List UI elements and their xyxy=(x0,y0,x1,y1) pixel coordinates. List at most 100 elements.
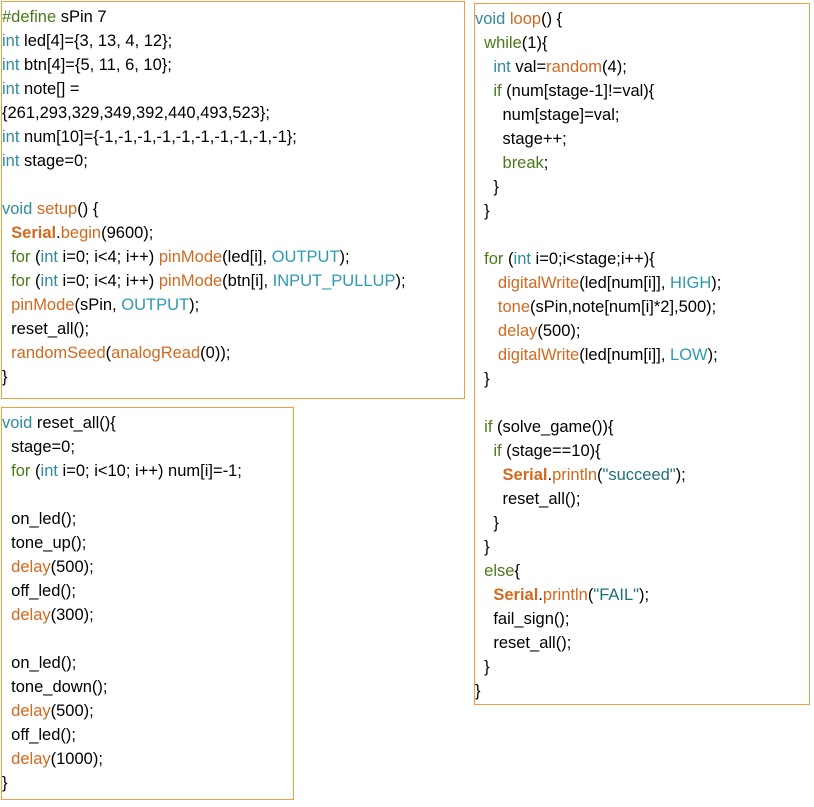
code-token: digitalWrite xyxy=(497,274,580,292)
code-line: {261,293,329,349,392,440,493,523}; xyxy=(2,101,464,125)
code-token: } xyxy=(475,658,490,676)
code-token: } xyxy=(475,538,490,556)
code-token: stage=0; xyxy=(19,152,88,170)
code-line: reset_all(); xyxy=(2,317,464,341)
code-line: on_led(); xyxy=(2,507,293,531)
code-line: } xyxy=(475,535,809,559)
code-line: Serial.begin(9600); xyxy=(2,221,464,245)
code-token: ( xyxy=(30,272,41,290)
code-token: delay xyxy=(11,606,51,624)
code-token: reset_all(); xyxy=(475,490,581,508)
code-token xyxy=(475,58,493,76)
code-token: OUTPUT xyxy=(271,248,340,266)
code-token: {261,293,329,349,392,440,493,523}; xyxy=(2,104,270,122)
code-token: for xyxy=(484,250,504,268)
code-line: int led[4]={3, 13, 4, 12}; xyxy=(2,29,464,53)
code-token: for xyxy=(11,462,31,480)
code-token: val= xyxy=(510,58,547,76)
code-token: random xyxy=(546,58,603,76)
code-token: LOW xyxy=(670,346,708,364)
code-token: "FAIL" xyxy=(593,586,639,604)
code-token xyxy=(475,562,484,580)
code-token: { xyxy=(514,562,520,580)
code-line: off_led(); xyxy=(2,723,293,747)
code-token: if xyxy=(493,442,502,460)
code-line: } xyxy=(475,511,809,535)
code-line xyxy=(475,391,809,415)
code-block-loop: void loop() { while(1){ int val=random(4… xyxy=(474,3,810,705)
code-line: void reset_all(){ xyxy=(2,411,293,435)
code-token: (led[i], xyxy=(222,248,272,266)
code-token xyxy=(2,750,11,768)
code-token: for xyxy=(11,272,31,290)
code-token: reset_all(); xyxy=(475,634,572,652)
code-token xyxy=(475,274,498,292)
code-token: num[10]={-1,-1,-1,-1,-1,-1,-1,-1,-1,-1}; xyxy=(19,128,297,146)
code-token: (500); xyxy=(537,322,581,340)
code-token: (1){ xyxy=(521,34,548,52)
code-token: stage=0; xyxy=(2,438,75,456)
code-token: (500); xyxy=(50,558,94,576)
code-token: void xyxy=(2,200,33,218)
code-token: int xyxy=(40,272,58,290)
code-token: println xyxy=(552,466,598,484)
code-token: (solve_game()){ xyxy=(492,418,614,436)
code-token: ); xyxy=(707,346,718,364)
code-line: for (int i=0; i<4; i++) pinMode(btn[i], … xyxy=(2,269,464,293)
code-line: for (int i=0; i<10; i++) num[i]=-1; xyxy=(2,459,293,483)
code-line: randomSeed(analogRead(0)); xyxy=(2,341,464,365)
code-token: ( xyxy=(105,344,112,362)
code-line xyxy=(475,223,809,247)
code-line xyxy=(2,173,464,197)
code-token xyxy=(475,34,484,52)
code-token: Serial xyxy=(493,586,539,604)
code-line: delay(300); xyxy=(2,603,293,627)
code-token xyxy=(2,248,11,266)
code-token: note[] = xyxy=(19,80,80,98)
code-token: while xyxy=(484,34,522,52)
code-token: . xyxy=(547,466,553,484)
code-token: ); xyxy=(339,248,350,266)
code-token xyxy=(475,322,498,340)
code-line: } xyxy=(475,199,809,223)
code-token: () { xyxy=(541,10,563,28)
code-token xyxy=(2,272,11,290)
code-token xyxy=(2,462,11,480)
code-token: (led[num[i]], xyxy=(579,274,671,292)
code-token: int xyxy=(40,248,58,266)
code-token: #define xyxy=(2,8,57,26)
code-line: break; xyxy=(475,151,809,175)
code-token: ); xyxy=(639,586,650,604)
code-line: int val=random(4); xyxy=(475,55,809,79)
code-token: (4); xyxy=(602,58,627,76)
code-token: (sPin, xyxy=(74,296,122,314)
code-token xyxy=(475,82,493,100)
code-token: ( xyxy=(587,586,594,604)
code-token: i=0; i<4; i++) xyxy=(57,248,159,266)
code-token: delay xyxy=(497,322,538,340)
code-line: void loop() { xyxy=(475,7,809,31)
code-token: break xyxy=(502,154,544,172)
code-line: void setup() { xyxy=(2,197,464,221)
code-token: } xyxy=(475,370,490,388)
code-line: } xyxy=(2,365,464,389)
code-token xyxy=(475,298,498,316)
code-line: Serial.println("FAIL"); xyxy=(475,583,809,607)
code-token: else xyxy=(484,562,515,580)
code-line: tone(sPin,note[num[i]*2],500); xyxy=(475,295,809,319)
code-token xyxy=(475,250,484,268)
code-token: if xyxy=(493,82,502,100)
code-token: HIGH xyxy=(670,274,712,292)
code-token: setup xyxy=(36,200,78,218)
code-token: void xyxy=(475,10,506,28)
code-line: } xyxy=(475,655,809,679)
code-line: if (solve_game()){ xyxy=(475,415,809,439)
code-line: int note[] = xyxy=(2,77,464,101)
code-token: tone_up(); xyxy=(2,534,87,552)
code-token: } xyxy=(475,682,481,700)
code-line: } xyxy=(475,679,809,703)
code-token: pinMode xyxy=(158,272,223,290)
code-token: delay xyxy=(11,558,51,576)
code-token: fail_sign(); xyxy=(475,610,570,628)
